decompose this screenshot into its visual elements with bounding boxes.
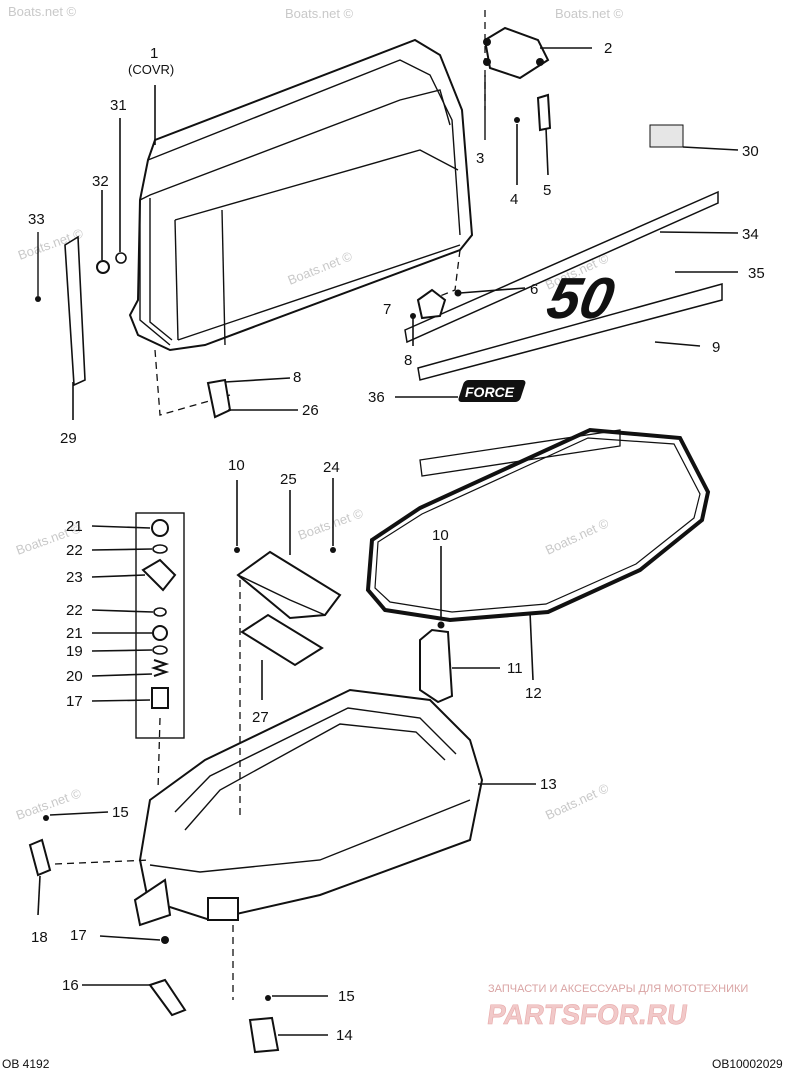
callout-label: 19 (66, 643, 83, 660)
top-cowl: Boats.net © (128, 38, 474, 352)
callout-label: 16 (62, 977, 79, 994)
decal-50: 50 (542, 267, 621, 331)
seal-12 (365, 427, 711, 623)
callout-label: 30 (742, 143, 759, 160)
hardware-stack (135, 512, 185, 739)
callout-label: 9 (712, 339, 720, 356)
callout-label: (COVR) (128, 62, 174, 77)
callout-label: 7 (383, 301, 391, 318)
watermark: Boats.net © (555, 6, 624, 21)
callout-label: 8 (404, 352, 412, 369)
decal-30 (649, 124, 684, 148)
callout-label: 21 (66, 518, 83, 535)
callout-label: 14 (336, 1027, 353, 1044)
callout-label: 11 (507, 660, 523, 677)
partsfor-brand: ЗАПЧАСТИ И АКСЕССУАРЫ ДЛЯ МОТОТЕХНИКИ PA… (485, 983, 748, 1030)
watermark: Boats.net © (8, 4, 77, 19)
callout-label: 17 (66, 693, 83, 710)
stripe-34 (404, 190, 719, 344)
callout-label: 3 (476, 150, 484, 167)
callout-label: 20 (66, 668, 83, 685)
callout-label: 34 (742, 226, 759, 243)
callout-label: 8 (293, 369, 301, 386)
strip-29 (64, 235, 86, 387)
callout-label: 22 (66, 602, 83, 619)
callout-label: 13 (540, 776, 557, 793)
callout-label: 33 (28, 211, 45, 228)
callout-label: 31 (110, 97, 127, 114)
callout-label: 10 (228, 457, 245, 474)
callout-label: 22 (66, 542, 83, 559)
callout-label: 6 (530, 281, 538, 298)
watermark: Boats.net © (285, 6, 354, 21)
watermark: Boats.net © (543, 515, 611, 558)
callout-label: 1 (150, 45, 158, 62)
callout-label: 15 (338, 988, 355, 1005)
drawing-code-right: OB10002029 (712, 1057, 783, 1071)
callout-label: 23 (66, 569, 83, 586)
callout-label: 21 (66, 625, 83, 642)
callout-label: 10 (432, 527, 449, 544)
callout-label: 26 (302, 402, 319, 419)
callouts: 1 (COVR) 2 3 4 5 30 31 32 33 34 35 6 7 (28, 40, 765, 1044)
svg-text:FORCE: FORCE (465, 384, 515, 400)
callout-label: 15 (112, 804, 129, 821)
callout-label: 32 (92, 173, 109, 190)
callout-label: 12 (525, 685, 542, 702)
callout-label: 36 (368, 389, 385, 406)
brand-logo-text: PARTSFOR.RU (485, 999, 689, 1030)
stripe-lower (419, 429, 621, 477)
pad-27 (240, 613, 324, 667)
drawing-code-left: OB 4192 (2, 1057, 50, 1071)
callout-label: 2 (604, 40, 612, 57)
stripe-9 (417, 283, 723, 381)
callout-label: 5 (543, 182, 551, 199)
callout-label: 4 (510, 191, 518, 208)
callout-label: 35 (748, 265, 765, 282)
module-25 (236, 550, 342, 620)
callout-label: 24 (323, 459, 340, 476)
bottom-cowl (133, 688, 484, 927)
callout-label: 25 (280, 471, 297, 488)
callout-label: 27 (252, 709, 269, 726)
callout-label: 17 (70, 927, 87, 944)
latch-bracket (483, 26, 550, 80)
watermark: Boats.net © (296, 505, 366, 543)
callout-label: 18 (31, 929, 48, 946)
force-decal: FORCE (458, 380, 526, 402)
callout-label: 29 (60, 430, 77, 447)
brand-subtitle: ЗАПЧАСТИ И АКСЕССУАРЫ ДЛЯ МОТОТЕХНИКИ (488, 983, 748, 995)
